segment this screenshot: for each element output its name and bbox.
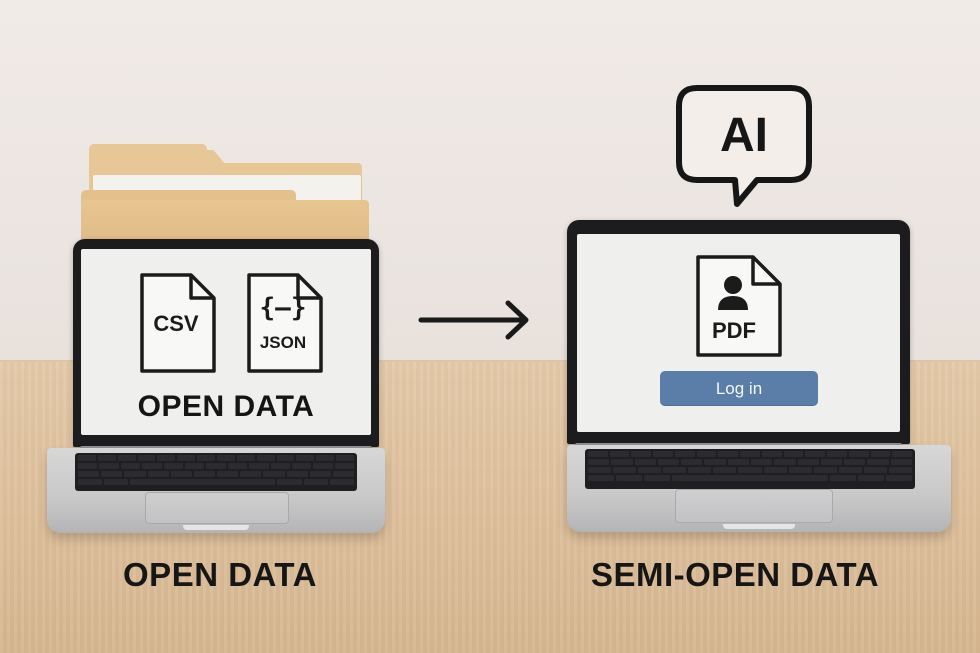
pdf-label: PDF xyxy=(712,318,756,343)
left-laptop-lid: CSV {–} JSON OPEN DATA xyxy=(73,239,379,447)
caption-semi-open-data: SEMI-OPEN DATA xyxy=(590,556,880,593)
left-laptop-notch xyxy=(183,525,249,530)
csv-label: CSV xyxy=(153,311,199,336)
right-laptop-notch xyxy=(723,524,795,529)
right-laptop-base xyxy=(567,445,951,532)
caption-open-data: OPEN DATA xyxy=(123,556,317,593)
json-file-icon xyxy=(247,273,323,373)
right-laptop-lid: PDF Log in xyxy=(567,220,910,444)
right-laptop-screen: PDF Log in xyxy=(577,234,900,432)
left-laptop-keyboard xyxy=(75,453,357,491)
right-laptop: PDF Log in xyxy=(567,220,951,532)
ai-speech-bubble-icon xyxy=(676,85,812,207)
csv-file-icon xyxy=(140,273,216,373)
pdf-user-file-icon xyxy=(696,255,782,357)
left-laptop-trackpad xyxy=(145,492,289,524)
json-label: JSON xyxy=(259,333,307,352)
left-laptop-base xyxy=(47,448,385,533)
right-laptop-keyboard xyxy=(585,449,915,489)
json-glyph: {–} xyxy=(259,293,307,323)
screen-title-open-data: OPEN DATA xyxy=(137,390,315,423)
right-laptop-trackpad xyxy=(675,489,833,523)
left-laptop: CSV {–} JSON OPEN DATA xyxy=(0,0,490,560)
login-button[interactable]: Log in xyxy=(660,371,818,406)
ai-bubble-text: AI xyxy=(720,109,768,162)
left-laptop-screen: CSV {–} JSON OPEN DATA xyxy=(81,249,371,435)
right-arrow-icon xyxy=(418,300,529,340)
